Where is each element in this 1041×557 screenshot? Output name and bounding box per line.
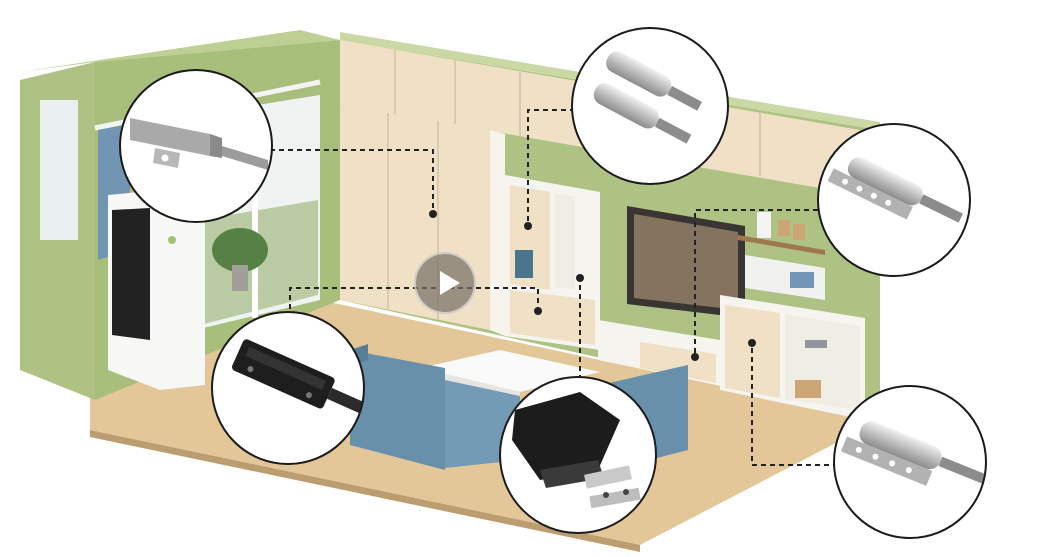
hotspot-bolt-catch[interactable] bbox=[119, 69, 273, 223]
video-play-button[interactable] bbox=[414, 252, 476, 314]
hotspot-damper-plate-top[interactable] bbox=[817, 123, 971, 277]
callout-dots bbox=[429, 210, 756, 361]
hotspot-damper-plate-bottom[interactable] bbox=[833, 385, 991, 539]
hotspot-black-latch[interactable] bbox=[211, 311, 374, 465]
hotspot-double-dampers[interactable] bbox=[571, 27, 729, 185]
floor-edge bbox=[90, 430, 640, 552]
play-icon bbox=[440, 271, 460, 295]
sofa bbox=[350, 350, 445, 470]
balcony-top bbox=[20, 30, 340, 72]
hotspot-magnetic-catch[interactable] bbox=[499, 376, 657, 534]
